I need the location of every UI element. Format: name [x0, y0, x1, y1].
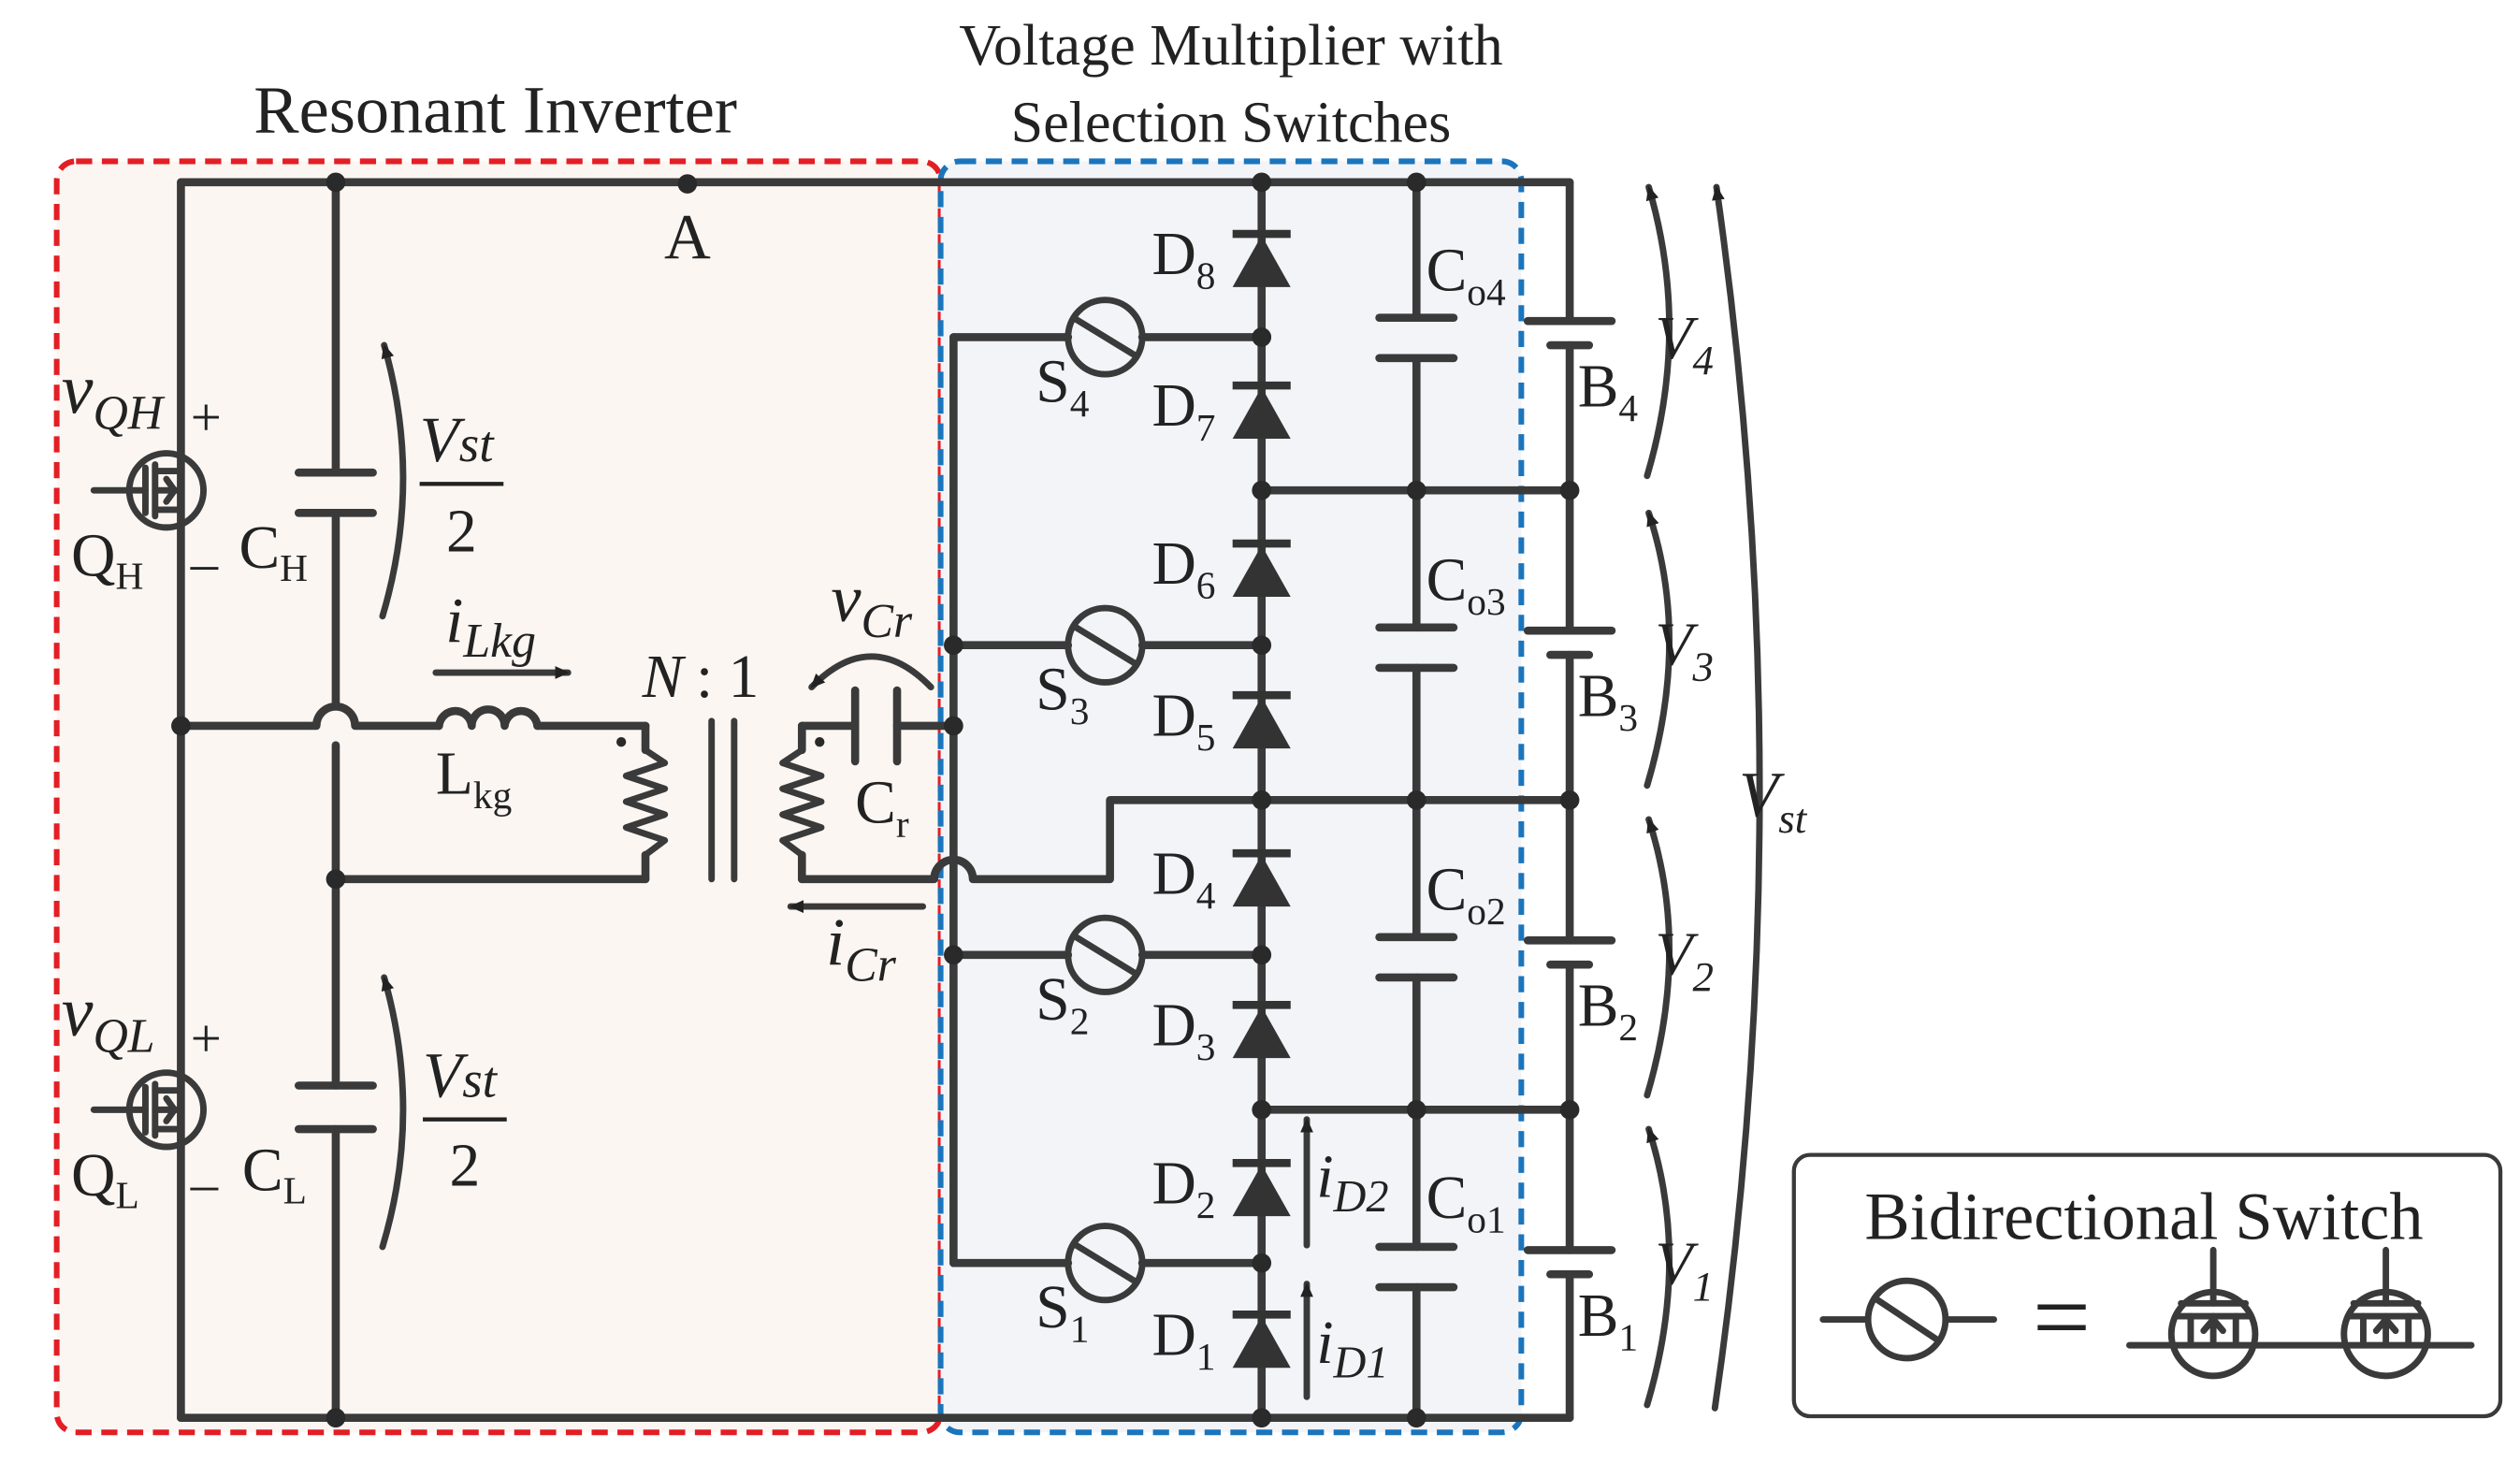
ql-mosfet [90, 1069, 207, 1151]
cl-capacitor [294, 1081, 377, 1134]
switch-label-s1: S1 [1036, 1274, 1089, 1351]
b1-battery [1523, 1246, 1616, 1279]
co1-capacitor [1375, 1242, 1458, 1292]
diode-label-d4: D4 [1151, 840, 1215, 917]
co3-capacitor [1375, 623, 1458, 673]
vst-half-upper-numerator: Vst [420, 404, 496, 475]
legend-equals: = [2033, 1260, 2091, 1374]
id1-label: iD1 [1316, 1310, 1388, 1388]
v2-label: V2 [1655, 921, 1713, 1000]
diode-d5 [1232, 690, 1291, 749]
vql-label: vQL [62, 973, 155, 1063]
b4-label: B4 [1578, 354, 1639, 430]
co4-capacitor [1375, 313, 1458, 363]
selection-switch-s3 [1064, 604, 1146, 686]
selection-switch-s1 [1064, 1223, 1146, 1304]
switch-label-s3: S3 [1036, 657, 1089, 733]
ql-label: QL [71, 1142, 139, 1217]
v4-label: V4 [1655, 305, 1713, 384]
legend-box [1791, 1152, 2503, 1419]
vst-half-upper-denominator: 2 [446, 499, 477, 566]
qh-minus: – [190, 532, 219, 593]
vcr-label: vCr [831, 560, 913, 648]
diode-d6 [1232, 539, 1291, 598]
co2-capacitor [1375, 933, 1458, 982]
b2-label: B2 [1578, 973, 1638, 1050]
diode-d2 [1232, 1158, 1291, 1217]
bidirectional-switch-legend: Bidirectional Switch = [1791, 1152, 2503, 1419]
multiplier-title-line1: Voltage Multiplier with [959, 14, 1503, 78]
annotation-arrows [379, 183, 1763, 1412]
v1-label: V1 [1655, 1231, 1713, 1310]
diode-label-d6: D6 [1151, 530, 1215, 607]
ch-capacitor [294, 468, 377, 517]
vst-total-label: Vst [1739, 760, 1808, 842]
cl-label: CL [242, 1137, 307, 1212]
node-a-dot [677, 174, 698, 194]
diode-label-d3: D3 [1151, 992, 1215, 1068]
diode-d7 [1232, 381, 1291, 440]
lkg-inductor [434, 705, 542, 731]
co3-label: Co3 [1427, 546, 1506, 623]
diode-label-d8: D8 [1151, 221, 1215, 297]
cr-label: Cr [855, 769, 909, 846]
ch-label: CH [239, 514, 308, 589]
diode-label-d1: D1 [1151, 1301, 1215, 1378]
diode-label-d2: D2 [1151, 1150, 1215, 1226]
legend-mosfet-right [2340, 1246, 2431, 1380]
selection-switch-s2 [1064, 914, 1146, 995]
b1-label: B1 [1578, 1282, 1638, 1359]
co2-label: Co2 [1427, 857, 1506, 934]
qh-mosfet [90, 450, 207, 531]
node-a-label: A [664, 201, 711, 272]
qh-label: QH [71, 523, 143, 598]
diode-label-d5: D5 [1151, 682, 1215, 759]
diode-label-d7: D7 [1151, 372, 1215, 449]
multiplier-title-line2: Selection Switches [1011, 92, 1452, 155]
ilkg-label: iLkg [445, 585, 536, 668]
selection-switch-s4 [1064, 297, 1146, 378]
diode-d4 [1232, 848, 1291, 907]
resonant-inverter-title: Resonant Inverter [253, 71, 737, 147]
vst-half-lower-numerator: Vst [423, 1040, 499, 1111]
vst-half-lower-denominator: 2 [450, 1132, 481, 1199]
diode-d8 [1232, 229, 1291, 287]
b3-battery [1523, 626, 1616, 659]
b3-label: B3 [1578, 663, 1638, 740]
co4-label: Co4 [1427, 237, 1506, 313]
switch-label-s2: S2 [1036, 966, 1089, 1043]
turns-ratio-label: N: 1 [642, 644, 760, 711]
switch-label-s4: S4 [1036, 348, 1089, 425]
id2-label: iD2 [1316, 1143, 1388, 1222]
vqh-label: vQH [62, 350, 166, 440]
b2-battery [1523, 935, 1616, 969]
icr-label: iCr [826, 904, 897, 992]
cr-capacitor [850, 686, 902, 766]
v3-label: V3 [1655, 611, 1713, 689]
junction-dots [171, 172, 1580, 1428]
ql-plus: + [191, 1007, 222, 1068]
legend-mosfet-left [2167, 1246, 2259, 1380]
transformer [616, 717, 825, 883]
diode-d3 [1232, 1000, 1291, 1059]
ql-minus: – [190, 1153, 219, 1214]
diode-d1 [1232, 1311, 1291, 1369]
co1-label: Co1 [1427, 1165, 1506, 1241]
qh-plus: + [191, 387, 222, 448]
resonant-inverter-region [53, 158, 944, 1436]
lkg-label: Lkg [436, 740, 512, 817]
b4-battery [1523, 316, 1616, 350]
legend-title: Bidirectional Switch [1864, 1178, 2423, 1253]
